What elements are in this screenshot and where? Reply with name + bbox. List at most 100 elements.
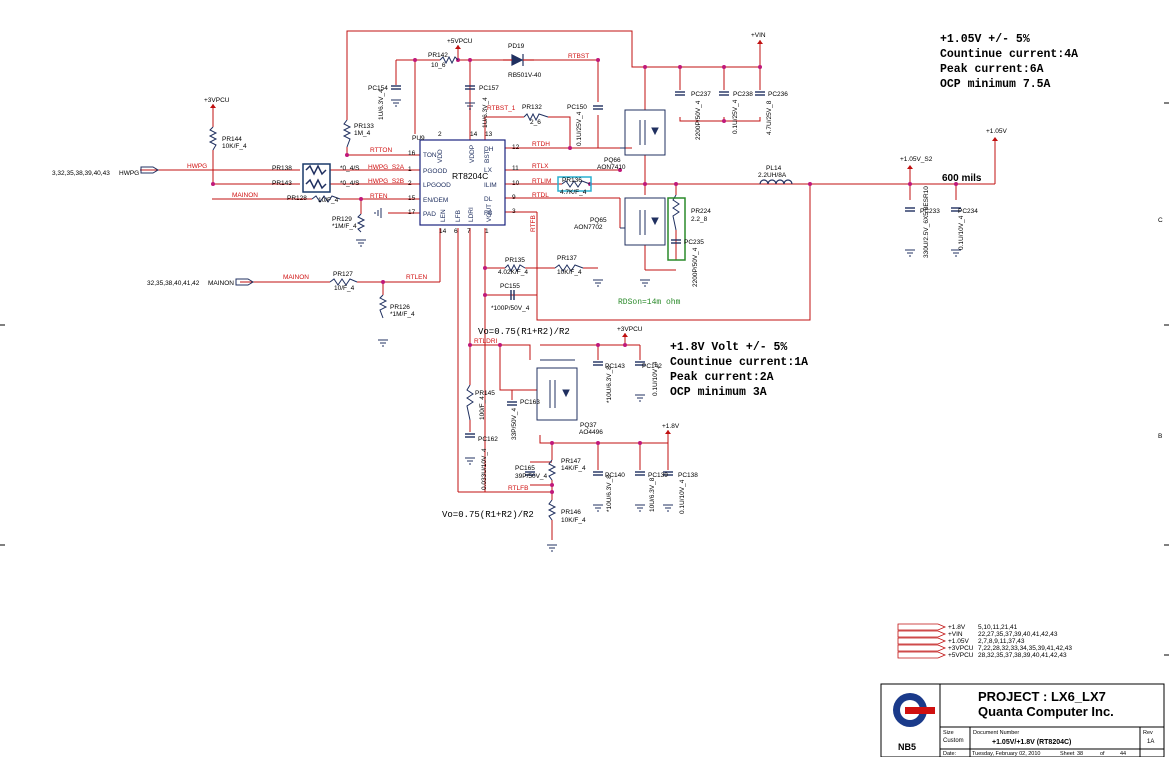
net-hwpg-s2b: HWPG_S2B: [368, 178, 404, 185]
ic-pin-top-vddp: VDDP: [469, 145, 476, 163]
part-label-pc139: PC139: [648, 472, 668, 479]
ic-name: RT8204C: [452, 171, 488, 181]
ic-pin-left-lpgood: LPGOOD: [423, 182, 451, 189]
spec-main-3: Peak current:6A: [940, 63, 1044, 76]
net-mainon-a: MAINON: [232, 192, 258, 199]
legend-rail-pages: 7,22,28,32,33,34,35,39,41,42,43: [978, 645, 1072, 652]
ic-pin-num: 7: [467, 228, 471, 235]
part-label-pc236: PC236: [768, 91, 788, 98]
legend-rail-pages: 2,7,8,9,11,37,43: [978, 638, 1025, 645]
net-rtldri: RTLDRI: [474, 338, 498, 345]
trace-width-note: 600 mils: [942, 173, 982, 184]
part-label-pc238v: 0.1U/25V_4: [732, 99, 739, 134]
diode-pd19: [503, 54, 534, 66]
rail-3vpcu-b: +3VPCU: [617, 326, 643, 333]
part-label-pr133v: 1M_4: [354, 130, 371, 137]
net-mainon-b: MAINON: [283, 274, 309, 281]
part-label-pr132v: 2_6: [530, 119, 541, 126]
rev-value: 1A: [1147, 739, 1154, 745]
part-label-pc235: PC235: [684, 239, 704, 246]
legend-rail-pages: 28,32,35,37,38,39,40,41,42,43: [978, 652, 1067, 659]
part-label-pr137v: 10K/F_4: [557, 269, 582, 276]
offpage-mainon-pages: 32,35,38,40,41,42: [147, 280, 200, 287]
ic-pin-num: 1: [408, 166, 412, 173]
rail-arrows: [210, 40, 998, 434]
part-label-pq37v: AO4496: [579, 429, 603, 436]
ic-pin-right-lx: LX: [484, 167, 493, 174]
rail-105v: +1.05V: [986, 128, 1007, 135]
offpage-mainon-arrow: [235, 278, 254, 286]
part-label-pc154: PC154: [368, 85, 388, 92]
part-label-pc143v: *10U/6.3V_8: [606, 366, 613, 403]
legend-arrow: [897, 644, 947, 652]
ic-rt8204c: [419, 139, 506, 226]
zone-c-label: C: [1158, 217, 1163, 224]
legend-arrow: [897, 630, 947, 638]
part-label-pc155: PC155: [500, 283, 520, 290]
spec-main-4: OCP minimum 7.5A: [940, 78, 1051, 91]
ic-pin-right-dh: DH: [484, 146, 494, 153]
offpage-hwpg-pages: 3,32,35,38,39,40,43: [52, 170, 110, 177]
net-rtlx: RTLX: [532, 163, 549, 170]
rail-18v: +1.8V: [662, 423, 680, 430]
part-label-pr143v: *0_4/S: [340, 180, 360, 187]
part-label-pr138v: *0_4/S: [340, 165, 360, 172]
sheet-total: 44: [1120, 751, 1126, 757]
wires: [140, 30, 996, 540]
ic-pin-bottom-len: LEN: [440, 209, 447, 222]
ic-pin-right-dl: DL: [484, 196, 493, 203]
inductor-pl14: [759, 179, 793, 185]
part-label-pr144: PR144: [222, 136, 242, 143]
ic-pin-num: 16: [408, 150, 416, 157]
part-label-pc236v: 4.7U/25V_8: [766, 100, 773, 135]
net-rtdl: RTDL: [532, 192, 549, 199]
ic-pin-bottom-lfb: LFB: [455, 210, 462, 222]
part-label-pc163v: 33P/50V_4: [511, 407, 518, 440]
highlight-boxes: [302, 163, 686, 261]
part-label-pr224v: 2.2_8: [691, 216, 708, 223]
part-label-pc139v: 10U/6.3V_8: [649, 477, 656, 512]
ic-pin-num: 14: [439, 228, 447, 235]
part-label-pd19: PD19: [508, 43, 525, 50]
legend-rail-name: +1.05V: [948, 638, 969, 645]
part-label-pc163: PC163: [520, 399, 540, 406]
spec-18-3: Peak current:2A: [670, 371, 774, 384]
net-rtlen: RTLEN: [406, 274, 427, 281]
date-label: Date:: [943, 751, 957, 757]
part-label-pr129: PR129: [332, 216, 352, 223]
part-label-pc143: PC143: [605, 363, 625, 370]
title-block: [880, 683, 1165, 757]
net-rten: RTEN: [370, 193, 388, 200]
date-value: Tuesday, February 02, 2010: [972, 751, 1040, 757]
rail-vin: +VIN: [751, 32, 766, 39]
part-label-pr128v: 10/F_4: [318, 197, 339, 204]
company-name: Quanta Computer Inc.: [978, 704, 1114, 719]
ic-pin-right-fb: FB: [484, 210, 492, 217]
part-label-pr144v: 10K/F_4: [222, 143, 247, 150]
part-label-pl14: PL14: [766, 165, 782, 172]
junctions: [211, 58, 958, 494]
ic-pin-num: 3: [512, 208, 516, 215]
part-label-pr133: PR133: [354, 123, 374, 130]
mosfet-pq65: [620, 197, 666, 246]
part-label-pr126: PR126: [390, 304, 410, 311]
ic-pin-num: 14: [470, 131, 478, 138]
net-rtdh: RTDH: [532, 141, 550, 148]
legend-rail-name: +3VPCU: [948, 645, 974, 652]
ic-pin-num: 1: [485, 228, 489, 235]
ic-pin-top-vdd: VDD: [437, 149, 444, 163]
part-label-pr126v: *1M/F_4: [390, 311, 415, 318]
net-rtbst: RTBST: [568, 53, 589, 60]
rail-3vpcu-a: +3VPCU: [204, 97, 230, 104]
ic-pin-num: 2: [438, 131, 442, 138]
part-label-pq37: PQ37: [580, 422, 597, 429]
ground-symbols: [356, 99, 961, 552]
part-label-pc165: PC165: [515, 465, 535, 472]
spec-main-1: +1.05V +/- 5%: [940, 33, 1030, 46]
logo-text: NB5: [898, 742, 916, 752]
part-label-pr142v: 10_6: [431, 62, 446, 69]
part-label-pr136: PR136: [562, 177, 582, 184]
legend-arrow: [897, 651, 947, 659]
